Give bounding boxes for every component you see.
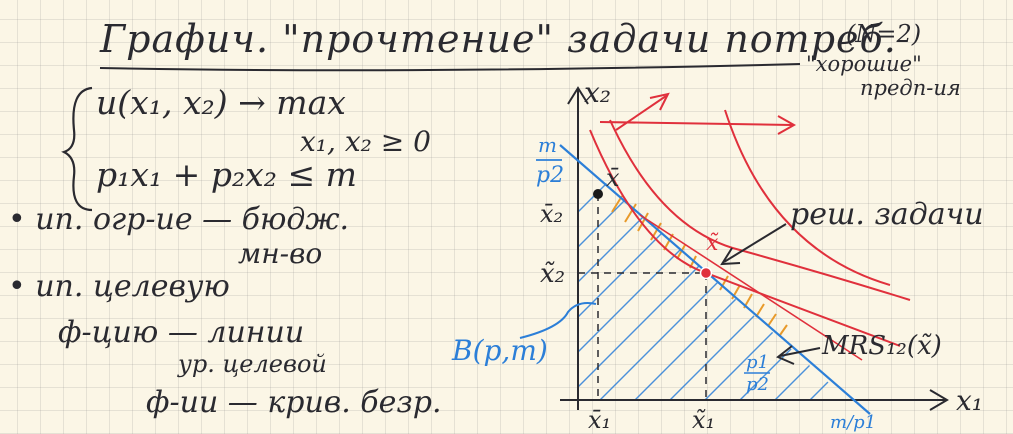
y-axis-arrow — [567, 86, 589, 105]
y-axis-label: x₂ — [584, 76, 611, 109]
problem-brace — [61, 86, 93, 212]
x-axis-label: x₁ — [956, 384, 983, 417]
title-underline — [99, 63, 801, 72]
bullet-objective-line2: ф-цию — линии — [58, 315, 305, 350]
xbar-point-label: x̄ — [606, 164, 620, 192]
note-good-preferences: "хорошие" — [806, 52, 922, 76]
preference-direction-arrows — [599, 92, 797, 135]
guide-lines — [578, 194, 707, 400]
xtilde-point-label: x̃ — [706, 231, 719, 256]
page-title: Графич. "прочтение" задачи потреб. — [100, 17, 897, 61]
note-n-goods: (N=2) — [846, 20, 922, 48]
y-intercept-label-den: p2 — [536, 163, 564, 188]
note-good-preferences-2: предп-ия — [860, 76, 961, 100]
xtilde2-label: x̃₂ — [540, 259, 565, 289]
x-intercept-label: m/p1 — [830, 412, 876, 433]
budget-set-hatching — [578, 158, 848, 400]
solution-arrow — [720, 223, 787, 266]
xtilde1-label: x̃₁ — [692, 406, 715, 434]
solution-label: реш. задачи — [790, 197, 984, 232]
x-axis-arrow — [929, 389, 949, 411]
slope-label-num: p1 — [746, 352, 769, 373]
slope-label-den: p2 — [746, 374, 769, 395]
xbar2-label: x̄₂ — [540, 200, 563, 228]
mrs-label-arrow — [776, 345, 821, 365]
mrs-tangent-line — [639, 214, 863, 361]
bullet-objective-line4: ф-ии — крив. безр. — [146, 385, 442, 420]
problem-budget-constraint: p₁x₁ + p₂x₂ ≤ m — [96, 155, 357, 194]
problem-nonnegativity: x₁, x₂ ≥ 0 — [300, 125, 431, 158]
xbar1-label: x̄₁ — [588, 406, 611, 434]
mrs-label: MRS₁₂(x̃) — [821, 331, 942, 361]
point-xtilde — [699, 266, 713, 280]
budget-set-label: B(p,m) — [451, 334, 548, 367]
y-intercept-label-num: m — [538, 133, 557, 157]
budget-label-arrow — [519, 302, 597, 339]
bullet-objective-line3: ур. целевой — [178, 350, 327, 378]
indifference-curve-through-optimum — [589, 129, 901, 347]
indifference-curve-highest — [724, 109, 891, 286]
point-xbar — [593, 189, 603, 199]
preferred-region-hatching — [611, 195, 788, 336]
bullet-budget-set-cont: мн-во — [238, 237, 323, 270]
problem-objective: u(x₁, x₂) → max — [96, 83, 346, 122]
bullet-objective: • ип. целевую — [8, 269, 230, 304]
axes — [560, 86, 949, 411]
indifference-curve-higher — [609, 119, 911, 301]
budget-line — [559, 144, 871, 415]
bullet-budget-set: • ип. огр-ие — бюдж. — [8, 202, 350, 237]
